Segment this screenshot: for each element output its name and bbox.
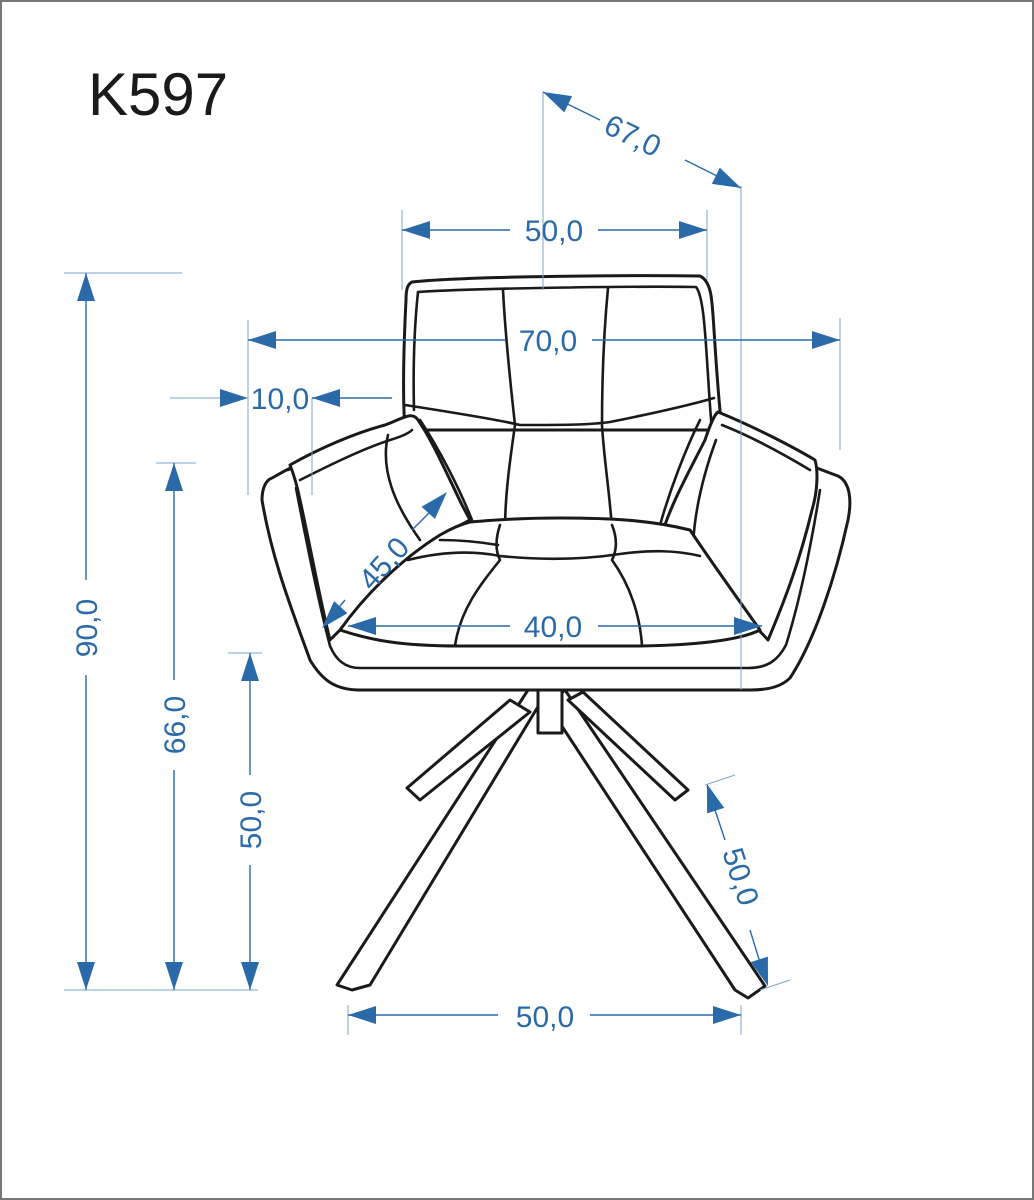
dim-total-height — [77, 273, 95, 990]
backrest — [401, 274, 724, 432]
label-armrest-height: 66,0 — [159, 696, 192, 754]
model-title: K597 — [88, 61, 228, 128]
dim-backrest-width — [402, 221, 707, 239]
seat-cushion — [338, 516, 762, 648]
label-backrest-width: 50,0 — [525, 215, 583, 248]
label-seat-width: 40,0 — [524, 611, 582, 644]
seat-tufting — [406, 523, 702, 648]
back-tufting — [403, 286, 716, 532]
dim-base-depth — [698, 781, 777, 989]
dim-depth-diagonal — [539, 83, 745, 197]
dim-seat-depth — [315, 485, 454, 635]
chair-illustration — [260, 274, 852, 1000]
chair-legs — [335, 683, 767, 1000]
label-base-depth: 50,0 — [715, 844, 764, 910]
label-base-width: 50,0 — [516, 1001, 574, 1034]
dim-armrest-height — [165, 463, 183, 990]
label-seat-height: 50,0 — [235, 791, 268, 849]
dim-base-width — [348, 1006, 741, 1024]
dim-overall-width — [248, 331, 840, 349]
label-depth-diagonal: 67,0 — [599, 109, 666, 164]
dim-seat-width — [348, 617, 762, 635]
label-armrest-width: 10,0 — [251, 383, 309, 416]
label-overall-width: 70,0 — [519, 325, 577, 358]
dim-seat-height — [241, 653, 259, 990]
dim-armrest-width — [220, 389, 392, 407]
label-total-height: 90,0 — [71, 599, 104, 657]
